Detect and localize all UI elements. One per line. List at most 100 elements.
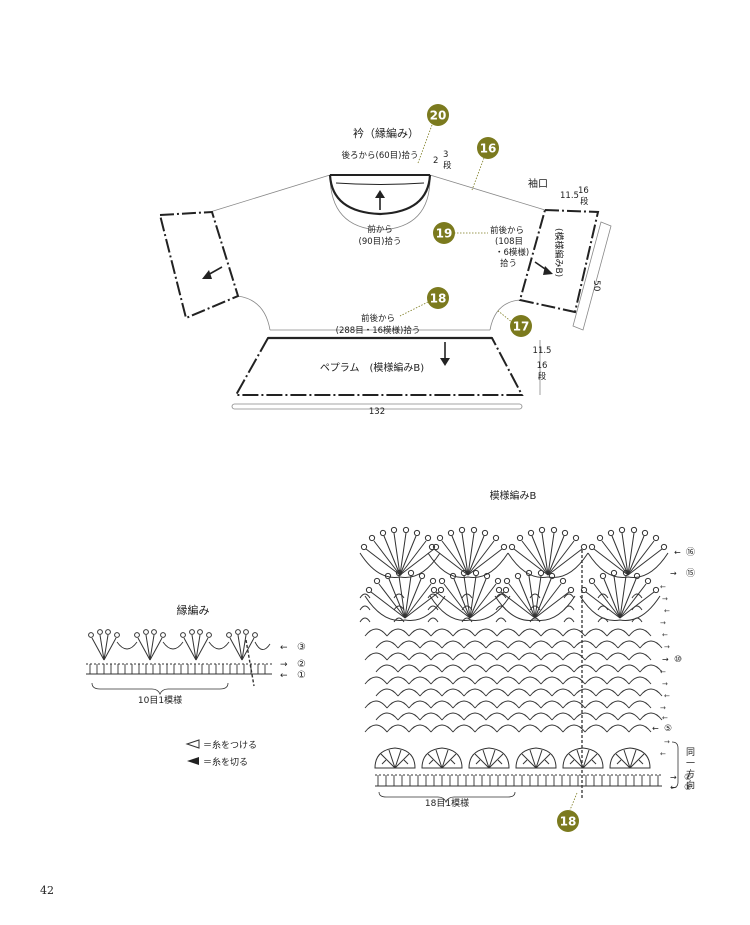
body-pick-line1: 前後から [361,313,395,324]
leader-18-bottom [569,792,578,811]
svg-text:17: 17 [513,320,530,334]
peplum-arrow-head [440,358,450,366]
sleeve-pick-3: ・6模様) [495,247,529,258]
page-number: 42 [40,884,54,897]
right-cuff [518,208,600,314]
front-neckline [329,174,431,231]
row-direction-arrow: ← [664,607,670,615]
pattern-b-row-label-5: ⑤ [664,724,672,734]
left-shoulder-line [209,174,331,213]
edging-row-label-2: ② [297,659,306,670]
cuff-pattern-label: (模様編みB) [553,228,565,277]
edging-row-label-1: ① [297,670,306,681]
fan-r2-2 [427,526,509,578]
left-cuff-arrow-head [202,270,212,279]
edging-stitches [89,664,266,674]
pattern-b-row-arrow-10: → [662,655,669,664]
attach-yarn-icon [185,739,200,749]
shell-4 [515,747,557,769]
edging-chain-loops [116,641,271,650]
collar-band-mid [335,182,425,185]
peplum-width-bracket [231,403,523,410]
right-shoulder-line [429,174,546,211]
badge-20: 20 [427,104,449,126]
cuff-rows-unit: 段 [580,196,589,207]
sleeve-pick-4: 拾う [500,258,517,269]
svg-text:18: 18 [560,815,577,829]
same-direction-bracket [671,741,679,789]
svg-text:19: 19 [436,227,453,241]
pattern-b-chart: 模様編みB 18目1模様 ← ⑯ → ⑮ → ⑩ ← [359,489,695,832]
svg-text:20: 20 [430,109,447,123]
collar-title: 衿（縁編み） [353,126,419,140]
pattern-b-repeat-bracket [378,791,516,804]
row-direction-arrow: ← [660,668,666,676]
row-direction-arrow: ← [662,631,668,639]
shell-2 [421,747,463,769]
fan-r2-3 [507,526,589,578]
left-underarm-line [237,295,271,331]
sleeve-pick-1: 前後から [490,225,524,236]
sleeve-length: 50 [591,280,601,292]
edging-fan-2 [134,629,166,661]
right-underarm-line [489,299,521,331]
fan-r1-4 [579,569,661,621]
edging-row-arrow-1: ← [280,671,288,681]
pattern-b-stitches [377,775,659,786]
pattern-b-row-arrow-16: ← [674,548,681,557]
pattern-b-mesh [359,593,663,733]
collar-arrow-head [375,190,385,198]
peplum-height: 11.5 [533,346,552,356]
edging-row-arrow-3: ← [280,643,288,653]
edging-repeat-label: 10目1模様 [138,694,182,706]
pattern-b-repeat-label: 18目1模様 [425,797,469,809]
shell-3 [468,747,510,769]
collar-band-inner [328,174,432,216]
edging-repeat-bracket [91,682,229,696]
badge-19: 19 [433,222,455,244]
row-direction-arrow: → [664,738,670,746]
pattern-b-row-label-10: ⑩ [674,655,682,665]
peplum-rows-frac: 16 [537,361,548,371]
peplum-label: ペプラム (模様編みB) [320,361,424,374]
pattern-b-row-label-1: ① [684,783,692,793]
body-pick-line2: (288目・16模様)拾う [336,325,421,336]
badge-18-bottom: 18 [557,810,579,832]
row-direction-arrow: ← [660,750,666,758]
edging-join-line [245,639,255,687]
peplum-rows-unit: 段 [538,371,547,382]
edging-title: 縁編み [177,603,210,617]
pattern-b-row-arrows: ←→←→←→←→←→←→← [660,583,670,758]
front-pick-line2: (90目)拾う [359,236,402,247]
collar-rows-frac: 3 [443,150,448,160]
leader-17 [496,309,514,324]
edging-row-label-3: ③ [297,642,306,653]
badge-18-top: 18 [427,287,449,309]
edging-fan-4 [226,629,258,661]
fan-r1-3 [494,569,576,621]
cuff-width: 11.5 [560,191,579,201]
svg-text:18: 18 [430,292,447,306]
svg-text:16: 16 [480,142,497,156]
legend-cut: ＝糸を切る [203,756,248,768]
sleeve-pick-2: (108目 [495,237,523,247]
row-direction-arrow: ← [664,692,670,700]
row-direction-arrow: → [664,643,670,651]
leader-18 [399,301,429,317]
pattern-b-row-label-15: ⑮ [686,568,695,579]
cut-yarn-icon [187,757,199,765]
row-direction-arrow: ← [662,714,668,722]
badge-17: 17 [510,315,532,337]
collar-rows-unit: 段 [443,160,452,171]
shell-5 [562,747,604,769]
pattern-b-row-arrow-2: → [670,773,677,782]
pattern-b-title: 模様編みB [490,489,537,502]
row-direction-arrow: → [660,704,666,712]
badge-16: 16 [477,137,499,159]
row-direction-arrow: → [662,595,668,603]
collar-pick-label: 後ろから(60目)拾う [342,150,419,161]
same-dir-1: 同 [686,747,695,758]
edging-fan-1 [88,629,120,661]
sleeve-length-bracket [572,221,612,331]
pattern-b-row-arrow-5: ← [652,724,659,733]
